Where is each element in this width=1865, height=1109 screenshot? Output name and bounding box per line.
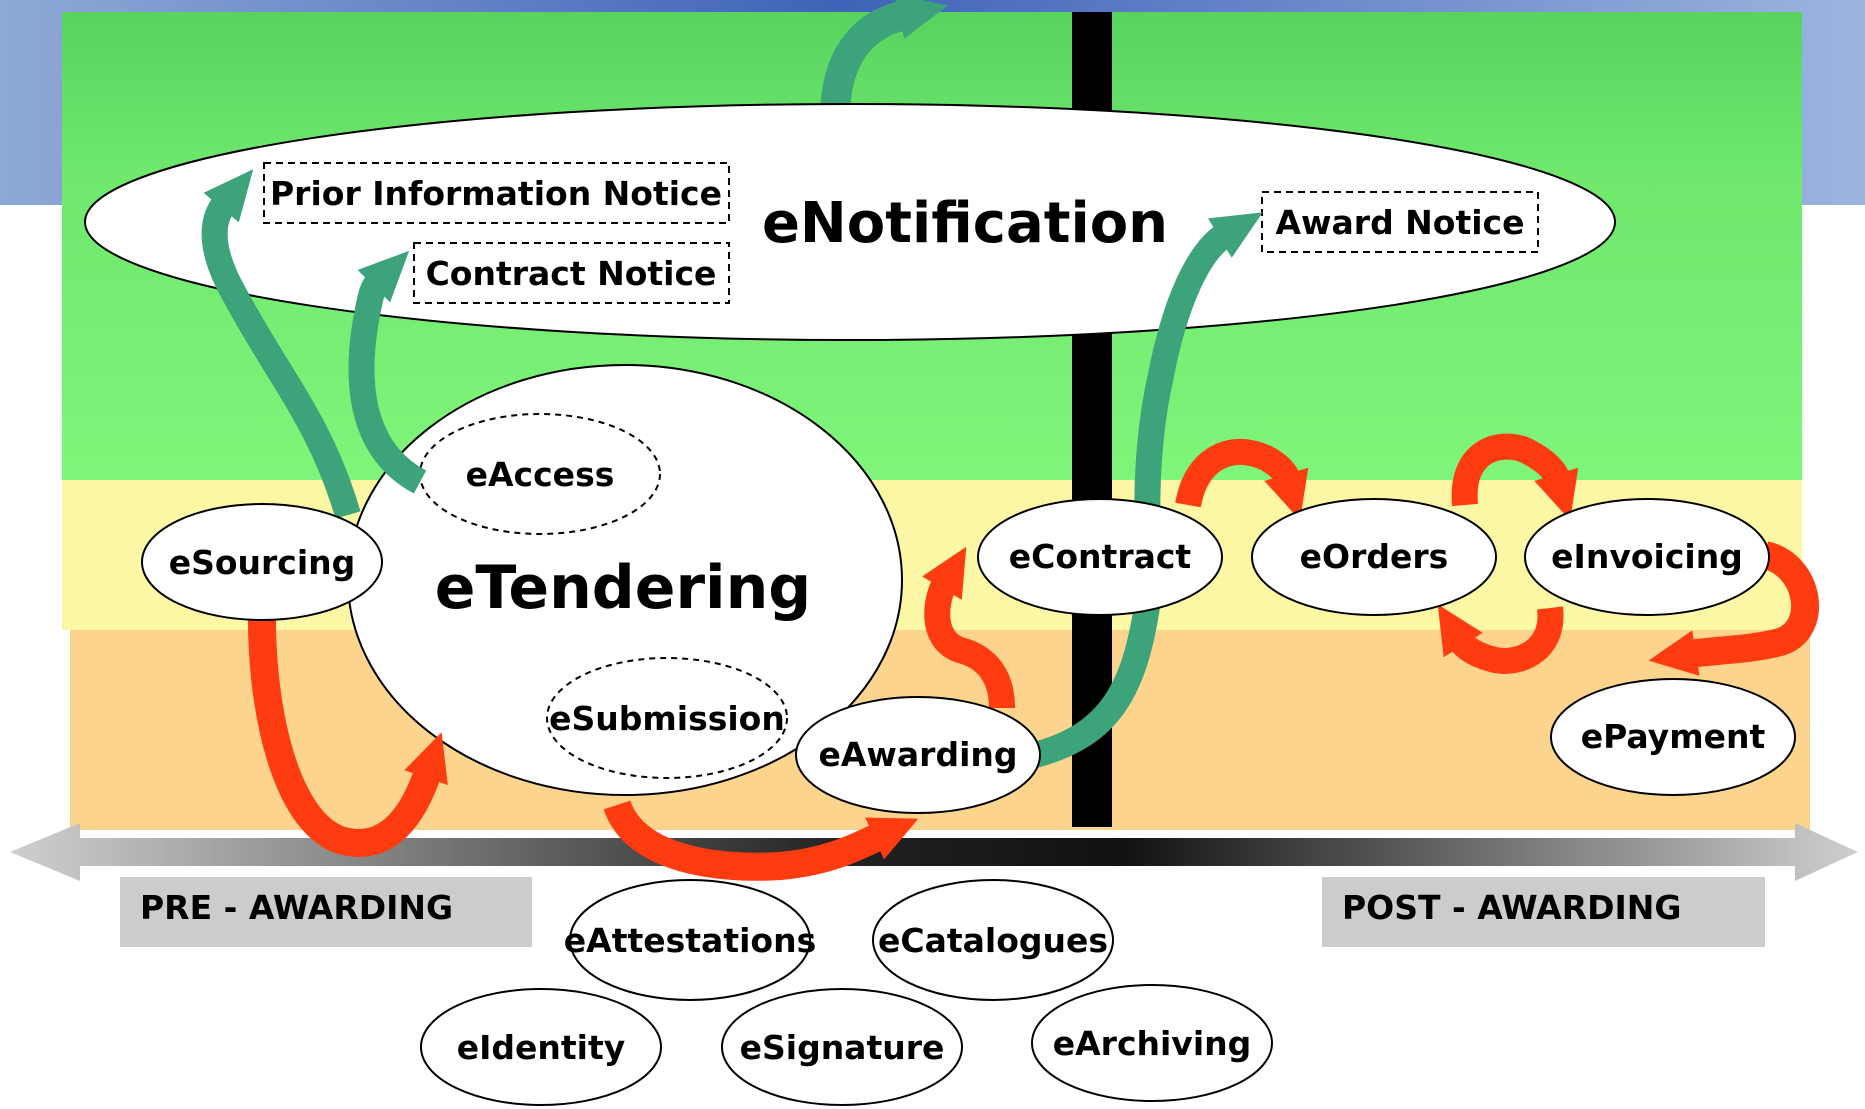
ecatalogues-ellipse <box>872 879 1114 1001</box>
eattestations-label: eAttestations <box>564 921 816 960</box>
red-arrow-invoicing-to-orders <box>1437 604 1564 674</box>
einvoicing-ellipse <box>1524 498 1770 616</box>
esubmission-ellipse <box>546 657 788 779</box>
timeline-arrow <box>10 823 1858 881</box>
epayment-label: ePayment <box>1581 717 1766 756</box>
award-notice-box: Award Notice <box>1261 191 1539 253</box>
red-arrow-orders-to-invoicing <box>1451 433 1579 521</box>
earchiving-ellipse <box>1031 984 1273 1102</box>
post-awarding-box <box>1322 877 1765 947</box>
esubmission-label: eSubmission <box>549 699 785 738</box>
esignature-label: eSignature <box>740 1028 945 1067</box>
post-awarding-label: POST - AWARDING <box>1342 888 1682 927</box>
eidentity-ellipse <box>420 988 662 1106</box>
red-arrow-contract-to-orders <box>1175 438 1309 521</box>
red-arrow-submission-to-awarding <box>603 799 919 881</box>
pre-awarding-box <box>120 877 532 947</box>
prior-information-notice-label: Prior Information Notice <box>270 174 722 213</box>
eattestations-ellipse <box>569 879 811 1001</box>
eidentity-label: eIdentity <box>457 1028 626 1067</box>
ecatalogues-label: eCatalogues <box>878 921 1108 960</box>
red-arrow-invoicing-to-payment <box>1648 541 1819 676</box>
einvoicing-label: eInvoicing <box>1551 537 1743 576</box>
eorders-ellipse <box>1251 498 1497 616</box>
earchiving-label: eArchiving <box>1053 1024 1252 1063</box>
prior-information-notice-box: Prior Information Notice <box>263 162 730 224</box>
red-arrow-sourcing-to-tendering <box>248 619 448 857</box>
econtract-label: eContract <box>1009 537 1192 576</box>
eawarding-label: eAwarding <box>819 735 1018 774</box>
eawarding-ellipse <box>795 696 1041 814</box>
etendering-title: eTendering <box>435 553 812 623</box>
green-arrow-sourcing-to-prior-notice <box>201 169 361 519</box>
pre-awarding-label: PRE - AWARDING <box>140 888 453 927</box>
contract-notice-box: Contract Notice <box>413 242 730 304</box>
esourcing-label: eSourcing <box>169 543 356 582</box>
eorders-label: eOrders <box>1300 537 1449 576</box>
eaccess-label: eAccess <box>466 455 615 494</box>
award-notice-label: Award Notice <box>1276 203 1525 242</box>
enotification-title: eNotification <box>762 191 1168 256</box>
red-arrow-awarding-to-contract <box>922 546 1015 709</box>
green-arrow-access-to-contract-notice <box>348 250 427 494</box>
green-arrow-up <box>820 0 948 119</box>
epayment-ellipse <box>1550 678 1796 796</box>
econtract-ellipse <box>977 498 1223 616</box>
contract-notice-label: Contract Notice <box>426 254 717 293</box>
esourcing-ellipse <box>141 503 383 621</box>
esignature-ellipse <box>721 988 963 1106</box>
